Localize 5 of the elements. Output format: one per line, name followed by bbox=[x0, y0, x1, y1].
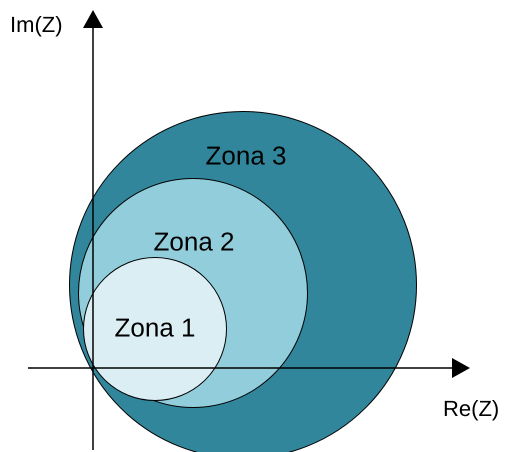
zone-label: Zona 3 bbox=[206, 140, 286, 172]
zone-label: Zona 1 bbox=[114, 312, 196, 344]
axis-label: Im(Z) bbox=[10, 12, 63, 38]
axis-label: Re(Z) bbox=[443, 396, 500, 422]
zone-label: Zona 2 bbox=[154, 226, 234, 258]
